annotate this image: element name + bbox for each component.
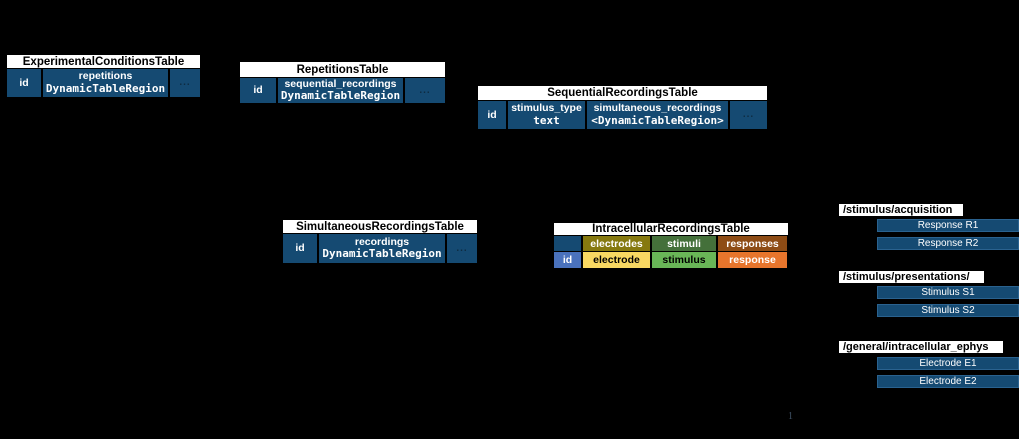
group-path-stimulus-presentations: /stimulus/presentations/ [839, 271, 984, 283]
object-box-electrode-e2: Electrode E2 [877, 375, 1019, 388]
id-cell: id [283, 234, 317, 263]
intracellular-recordings-table: IntracellularRecordingsTable electrodes … [554, 223, 788, 268]
object-box-electrode-e1: Electrode E1 [877, 357, 1019, 370]
stimulus-cell: stimulus [652, 252, 716, 268]
table-title: RepetitionsTable [240, 62, 445, 77]
column-name: recordings [354, 235, 410, 248]
footnote-marker: 1 [788, 411, 793, 422]
more-columns-cell: ... [447, 234, 477, 263]
id-cell: id [478, 101, 506, 129]
column-type: text [533, 113, 560, 127]
column-type: DynamicTableRegion [280, 89, 401, 103]
corner-cell [554, 236, 581, 251]
id-cell: id [554, 252, 581, 268]
group-path-general-intracellular-ephys: /general/intracellular_ephys [839, 341, 1003, 353]
more-columns-cell: ... [170, 69, 200, 97]
electrode-cell: electrode [583, 252, 650, 268]
column-row: id electrode stimulus response [554, 252, 788, 268]
column-name: stimulus_type [511, 102, 582, 115]
object-box-stimulus-s2: Stimulus S2 [877, 304, 1019, 317]
group-path-stimulus-acquisition: /stimulus/acquisition [839, 204, 963, 216]
group-header-responses: responses [718, 236, 787, 251]
column-cell: repetitions DynamicTableRegion [43, 69, 168, 97]
repetitions-table: RepetitionsTable id sequential_recording… [240, 62, 445, 103]
object-box-stimulus-s1: Stimulus S1 [877, 286, 1019, 299]
column-type: <DynamicTableRegion> [591, 113, 724, 127]
column-name: repetitions [78, 70, 133, 83]
column-name: simultaneous_recordings [593, 102, 722, 115]
simultaneous-recordings-table: SimultaneousRecordingsTable id recording… [283, 220, 477, 263]
response-cell: response [718, 252, 787, 268]
id-cell: id [7, 69, 41, 97]
object-box-response-r2: Response R2 [877, 237, 1019, 250]
column-cell: sequential_recordings DynamicTableRegion [278, 78, 403, 103]
table-row: id recordings DynamicTableRegion ... [283, 234, 477, 263]
object-box-response-r1: Response R1 [877, 219, 1019, 232]
id-cell: id [240, 78, 276, 103]
more-columns-cell: ... [730, 101, 767, 129]
column-name: sequential_recordings [284, 77, 397, 90]
table-row: id stimulus_type text simultaneous_recor… [478, 101, 767, 129]
table-title: SequentialRecordingsTable [478, 86, 767, 100]
table-title: ExperimentalConditionsTable [7, 55, 200, 68]
stimulus-type-cell: stimulus_type text [508, 101, 585, 129]
sequential-recordings-table: SequentialRecordingsTable id stimulus_ty… [478, 86, 767, 129]
group-header-row: electrodes stimuli responses [554, 236, 788, 251]
table-row: id repetitions DynamicTableRegion ... [7, 69, 200, 97]
simultaneous-recordings-cell: simultaneous_recordings <DynamicTableReg… [587, 101, 728, 129]
group-header-electrodes: electrodes [583, 236, 650, 251]
group-header-stimuli: stimuli [652, 236, 716, 251]
column-type: DynamicTableRegion [45, 81, 166, 95]
experimental-conditions-table: ExperimentalConditionsTable id repetitio… [7, 55, 200, 97]
table-row: id sequential_recordings DynamicTableReg… [240, 78, 445, 103]
table-title: IntracellularRecordingsTable [554, 223, 788, 235]
more-columns-cell: ... [405, 78, 445, 103]
table-title: SimultaneousRecordingsTable [283, 220, 477, 233]
column-cell: recordings DynamicTableRegion [319, 234, 445, 263]
column-type: DynamicTableRegion [322, 247, 442, 261]
